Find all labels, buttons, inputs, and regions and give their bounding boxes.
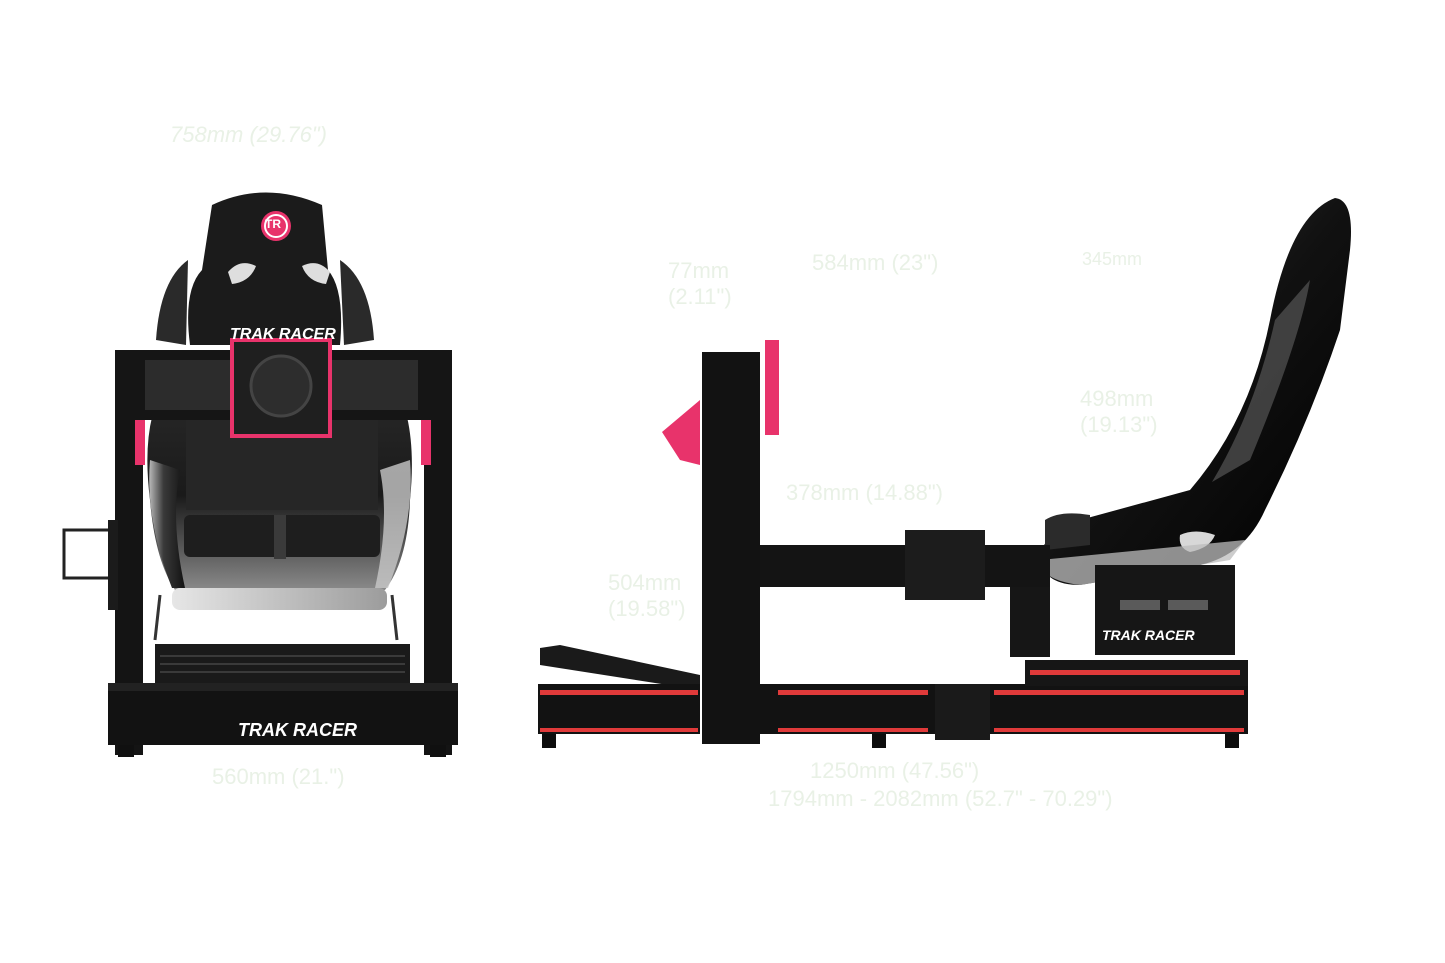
top-width-label: 758mm (29.76") [170, 122, 327, 147]
total-length-label: 1794mm - 2082mm (52.7" - 70.29") [768, 786, 1113, 811]
crossbar-label: 378mm (14.88") [786, 480, 943, 505]
seat-top-label: 345mm [1082, 249, 1143, 269]
base-width-label: 560mm (21.") [212, 764, 345, 789]
front-view-rig [62, 192, 458, 757]
upright-to-seat-label: 584mm (23") [812, 250, 939, 275]
front-base-brand-label: TRAK RACER [238, 720, 357, 740]
seat-depth-label: 498mm (19.13") [1080, 386, 1158, 437]
pedal-reach-label: 504mm (19.58") [608, 570, 686, 621]
side-view-rig [538, 198, 1351, 748]
base-length-label: 1250mm (47.56") [810, 758, 980, 783]
logo-badge: TR [265, 217, 281, 231]
seat-bracket-brand-label: TRAK RACER [1102, 627, 1195, 643]
seat-brand-label: TRAK RACER [230, 326, 336, 343]
wheel-plate-label: 77mm (2.11") [668, 258, 732, 309]
